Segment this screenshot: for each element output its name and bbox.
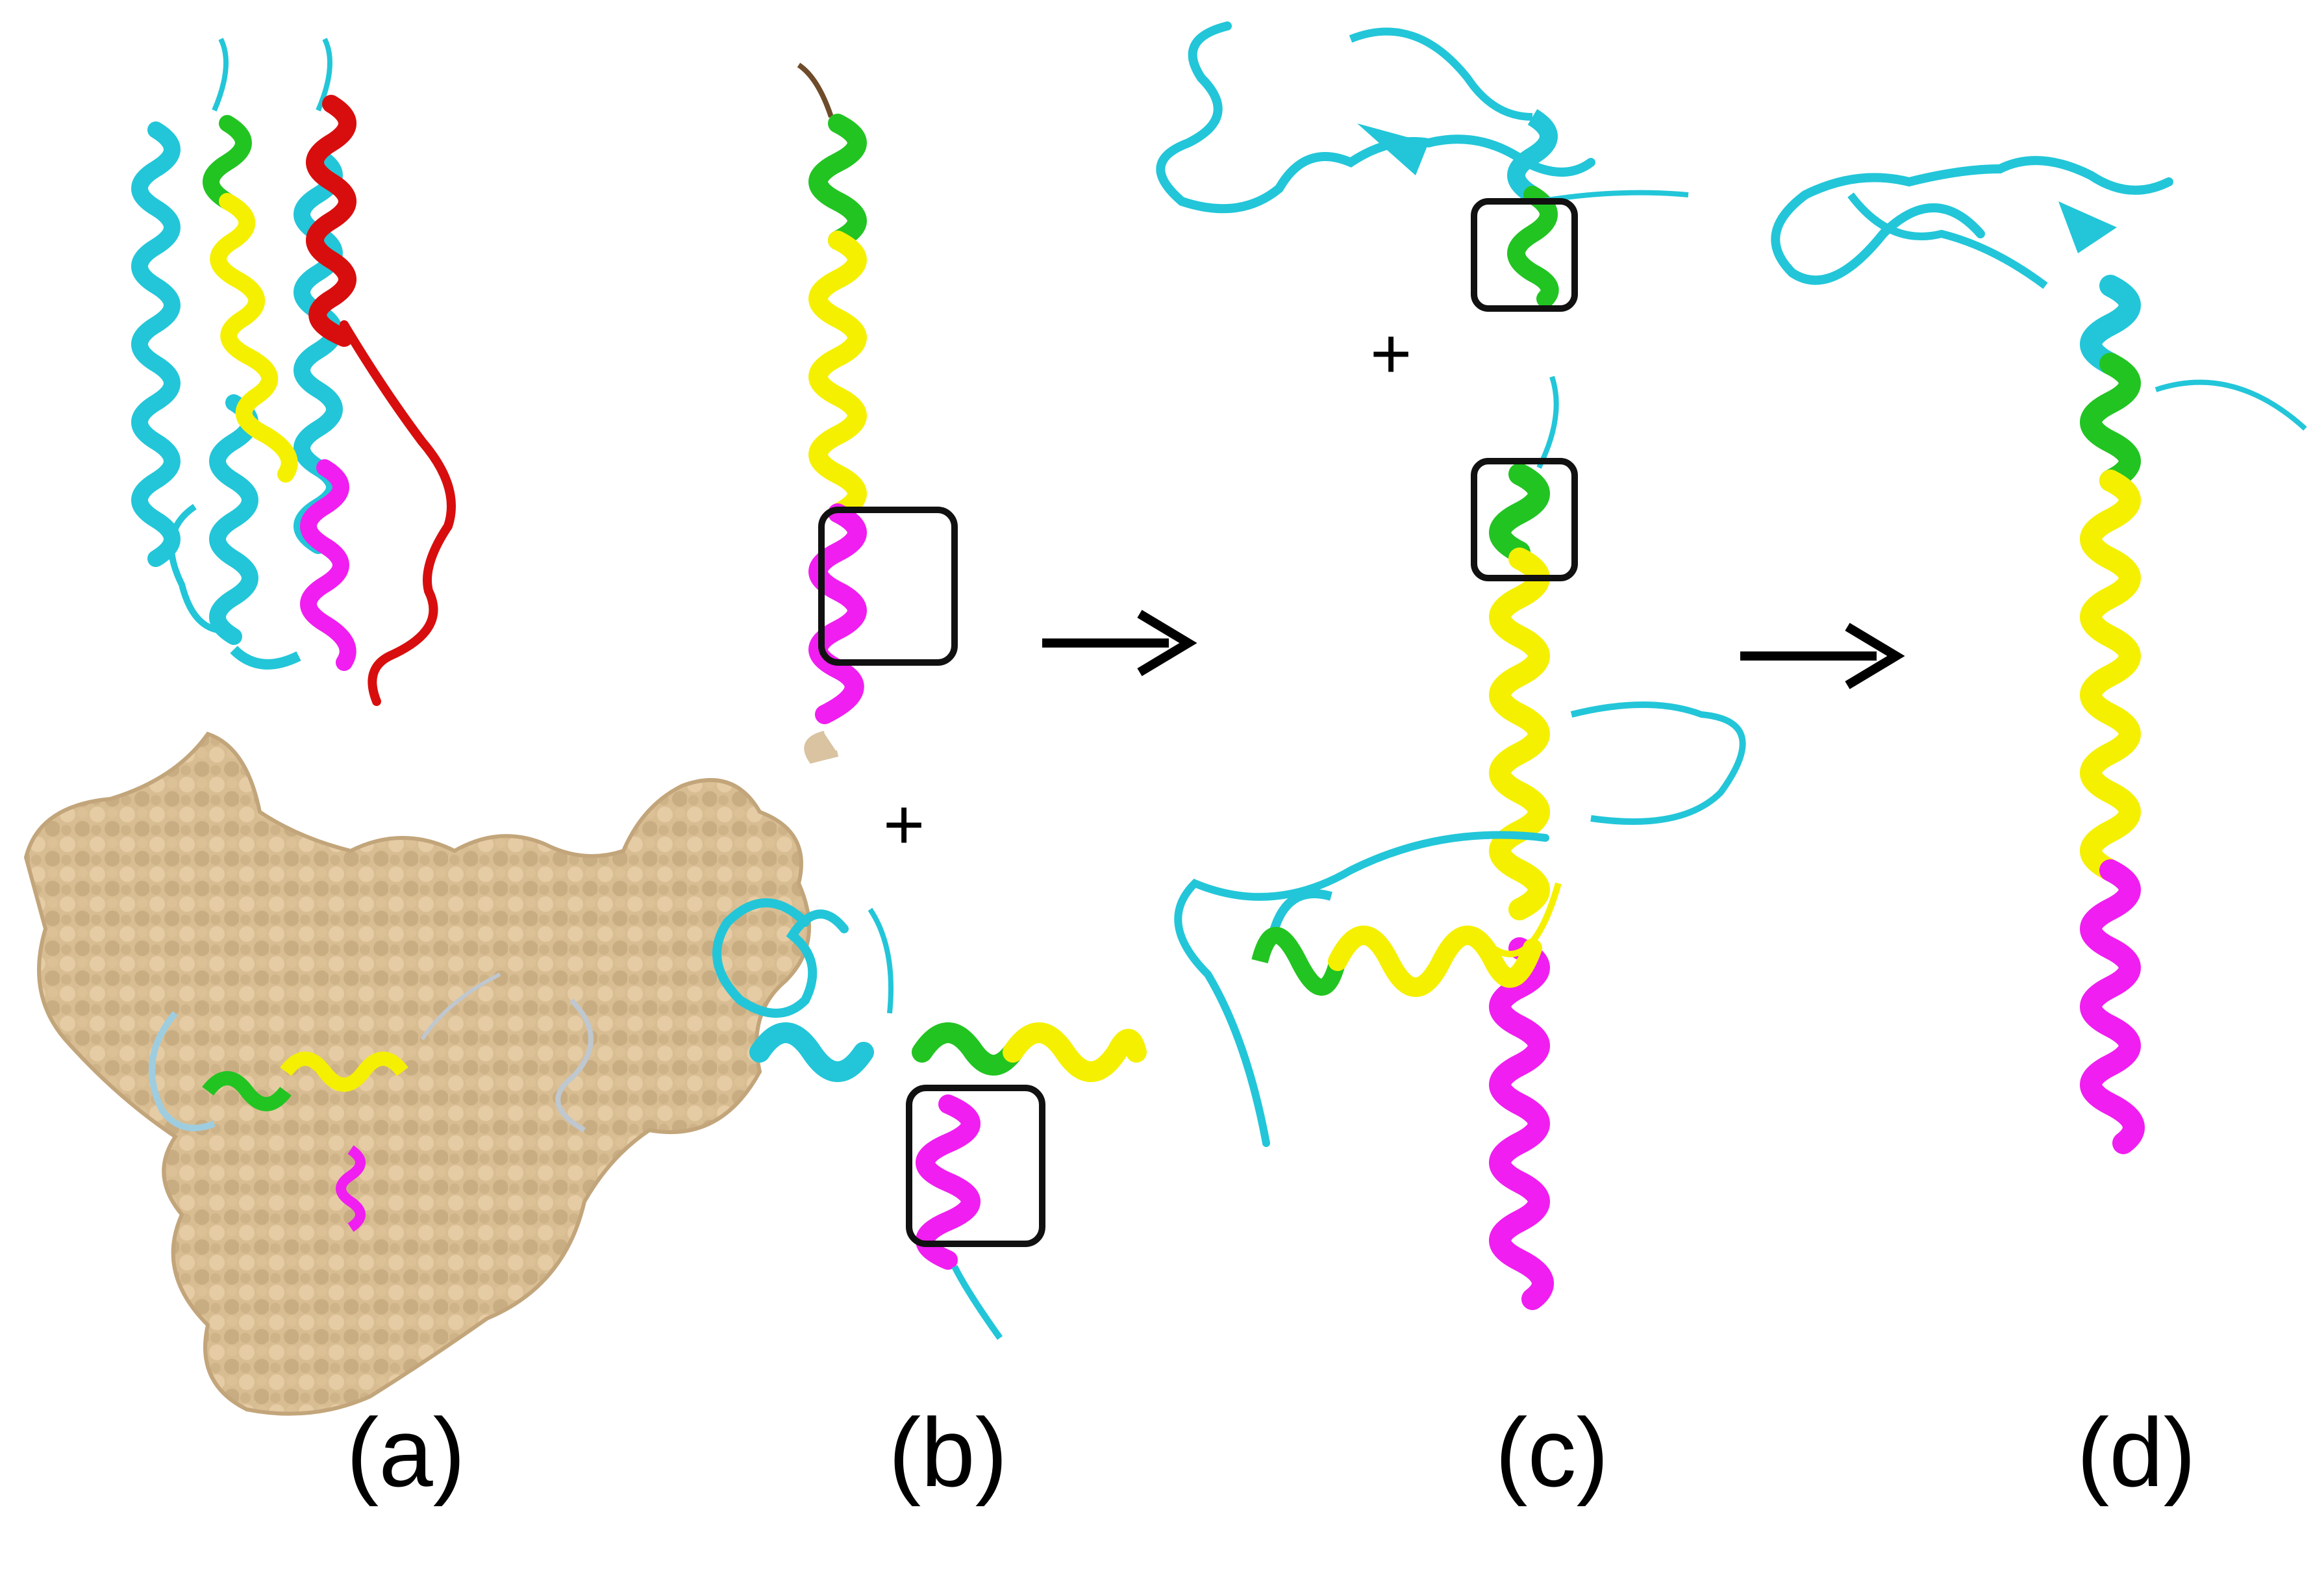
panel-a-surface-complex <box>26 734 809 1414</box>
panel-label-c: (c) <box>1455 1396 1649 1509</box>
panel-label-a: (a) <box>308 1396 503 1509</box>
arrow-b-to-c <box>1042 614 1188 672</box>
panel-c-assembly <box>1178 377 1742 1299</box>
plus-sign-c: + <box>1370 318 1412 390</box>
panel-label-b: (b) <box>851 1396 1045 1509</box>
arrow-c-to-d <box>1740 627 1896 685</box>
plus-sign-b: + <box>883 789 925 861</box>
panel-c-fragment-top <box>1160 26 1688 299</box>
panel-label-d: (d) <box>2039 1396 2234 1509</box>
panel-a-helix-bundle <box>140 39 451 701</box>
